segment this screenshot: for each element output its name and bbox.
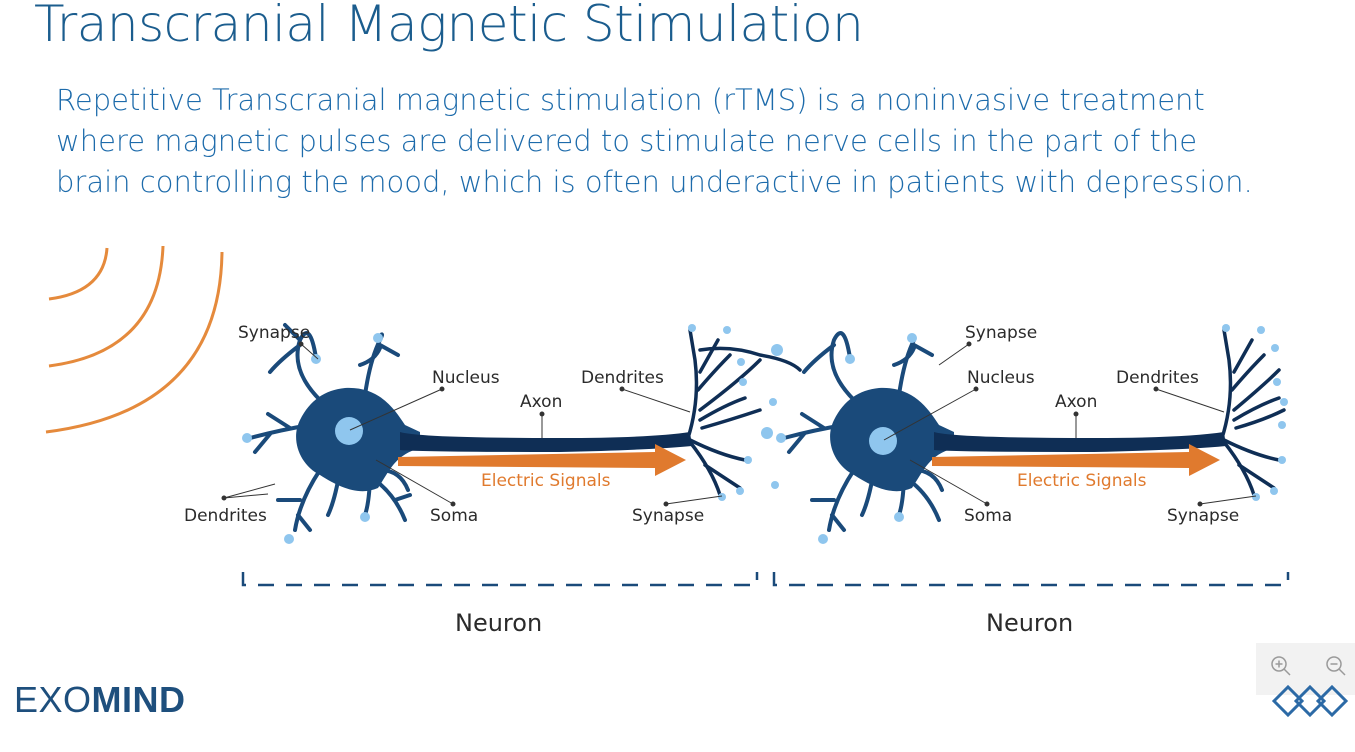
leader-lines xyxy=(221,341,723,507)
terminal-dots xyxy=(776,324,1288,544)
lead-line: Repetitive Transcranial magnetic stimula… xyxy=(56,83,1205,117)
zoom-in-icon[interactable] xyxy=(1270,655,1292,677)
electric-signal-arrow xyxy=(932,444,1220,476)
dendrites-label: Dendrites xyxy=(184,506,267,526)
nucleus xyxy=(335,417,363,445)
brand-suffix: MIND xyxy=(91,679,186,720)
neuron-2: Synapse Nucleus Dendrites Axon Electric … xyxy=(776,323,1288,544)
synapse-label: Synapse xyxy=(238,323,310,343)
axon-terminal-branches xyxy=(686,328,802,497)
neuron-1: Synapse Nucleus Dendrites Axon Electric … xyxy=(184,323,802,544)
axon xyxy=(400,432,692,452)
electric-signals-label: Electric Signals xyxy=(1017,471,1147,491)
lead-line: where magnetic pulses are delivered to s… xyxy=(56,124,1198,158)
nucleus-label: Nucleus xyxy=(967,368,1035,388)
synapse-label: Synapse xyxy=(1167,506,1239,526)
exomind-logo: EXOMIND xyxy=(14,679,186,721)
dendrite-branches xyxy=(248,323,412,532)
lead-line: brain controlling the mood, which is oft… xyxy=(56,165,1253,199)
dendrites-label: Dendrites xyxy=(1116,368,1199,388)
neuron-brackets xyxy=(241,572,1290,587)
leader-lines xyxy=(883,341,1257,507)
dendrites-label: Dendrites xyxy=(581,368,664,388)
synapse-label: Synapse xyxy=(632,506,704,526)
magnetic-waves-icon xyxy=(45,245,224,434)
zoom-controls xyxy=(1256,643,1355,695)
electric-signal-arrow xyxy=(398,444,686,476)
neuron-caption: Neuron xyxy=(455,609,542,637)
nucleus-label: Nucleus xyxy=(432,368,500,388)
axon-label: Axon xyxy=(520,392,562,412)
nucleus xyxy=(869,427,897,455)
zoom-out-icon[interactable] xyxy=(1325,655,1347,677)
soma-label: Soma xyxy=(430,506,478,526)
synapse-label: Synapse xyxy=(965,323,1037,343)
brand-prefix: EXO xyxy=(14,679,92,720)
axon-label: Axon xyxy=(1055,392,1097,412)
neuron-2-bracket xyxy=(772,572,1290,587)
lead-paragraph: Repetitive Transcranial magnetic stimula… xyxy=(56,80,1316,203)
neuron-1-bracket xyxy=(241,572,759,587)
diamond-logo-icon xyxy=(1271,684,1349,718)
terminal-dots xyxy=(242,324,783,544)
neuron-caption: Neuron xyxy=(986,609,1073,637)
soma-label: Soma xyxy=(964,506,1012,526)
slide-title: Transcranial Magnetic Stimulation xyxy=(34,0,864,53)
axon xyxy=(934,432,1226,452)
axon-terminal-branches xyxy=(1220,328,1286,497)
electric-signals-label: Electric Signals xyxy=(481,471,611,491)
